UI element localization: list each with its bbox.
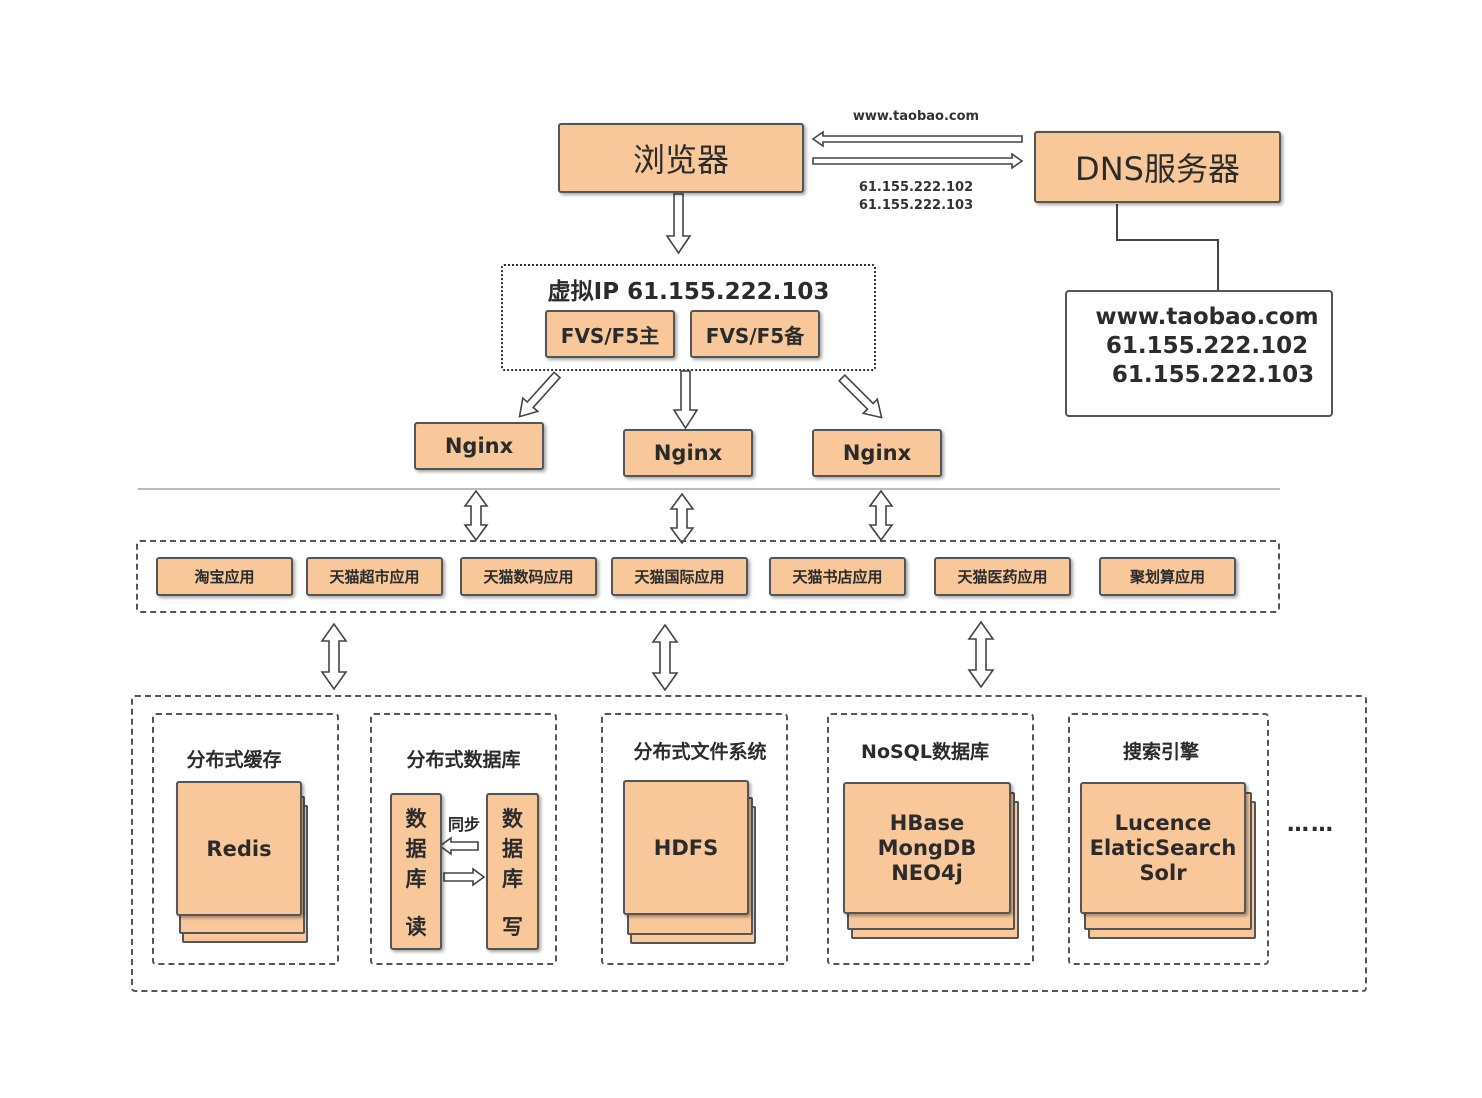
dns-record-host: www.taobao.com [1095, 304, 1319, 330]
nginx-node-1: Nginx [414, 422, 544, 470]
db-read-char-2: 据 [405, 837, 427, 861]
app-node-tmall-digital: 天猫数码应用 [460, 557, 597, 596]
nosql-item-mongodb: MongDB [877, 835, 977, 860]
search-node: Lucence ElaticSearch Solr [1080, 782, 1246, 914]
cache-title: 分布式缓存 [186, 749, 282, 771]
app-node-tmall-global: 天猫国际应用 [611, 557, 748, 596]
hdfs-node: HDFS [623, 780, 749, 915]
dns-record-box: www.taobao.com 61.155.222.102 61.155.222… [1065, 290, 1333, 417]
database-title: 分布式数据库 [406, 749, 521, 771]
storage-layer [131, 695, 1367, 992]
arrow-dns-request [812, 152, 1024, 170]
arrow-vip-to-nginx-2 [672, 370, 699, 430]
search-item-solr: Solr [1139, 860, 1187, 885]
nosql-title: NoSQL数据库 [861, 741, 989, 763]
nginx-node-3: Nginx [812, 429, 942, 477]
arrow-app-storage-3 [967, 620, 995, 689]
arrow-app-storage-2 [651, 623, 679, 692]
search-item-elasticsearch: ElaticSearch [1089, 835, 1237, 860]
arrow-sync-right [443, 867, 486, 887]
database-group [370, 713, 557, 965]
more-ellipsis: …… [1287, 812, 1335, 837]
app-node-juhuasuan: 聚划算应用 [1099, 557, 1236, 596]
arrow-nginx-app-3 [868, 489, 894, 542]
nosql-group [827, 713, 1034, 965]
search-title: 搜索引擎 [1122, 741, 1199, 763]
db-read-char-4: 读 [405, 915, 427, 939]
app-node-tmall-pharmacy: 天猫医药应用 [934, 557, 1071, 596]
nginx-node-2: Nginx [623, 429, 753, 477]
dns-request-label: www.taobao.com [852, 109, 980, 124]
virtual-ip-group [501, 264, 876, 371]
arrow-nginx-app-1 [463, 489, 489, 542]
dns-response-ip-2: 61.155.222.103 [858, 198, 974, 213]
db-write-char-3: 库 [502, 867, 523, 891]
arrow-dns-response [811, 130, 1023, 148]
application-layer [136, 540, 1280, 613]
filesystem-title: 分布式文件系统 [633, 741, 767, 763]
arrow-vip-to-nginx-1 [518, 371, 562, 418]
db-write-char-1: 数 [502, 807, 523, 831]
db-read-char-3: 库 [405, 867, 427, 891]
arrow-app-storage-1 [320, 622, 348, 691]
db-read-char-1: 数 [405, 807, 427, 831]
redis-node: Redis [176, 781, 302, 916]
db-write-char-2: 据 [502, 837, 523, 861]
db-read-node: 数 据 库 读 [390, 793, 442, 950]
dns-record-ip-1: 61.155.222.102 [1105, 333, 1309, 359]
arrow-vip-to-nginx-3 [838, 374, 883, 419]
db-write-node: 数 据 库 写 [486, 793, 539, 950]
dns-record-ip-2: 61.155.222.103 [1111, 362, 1315, 388]
app-node-tmall-books: 天猫书店应用 [769, 557, 906, 596]
search-item-lucene: Lucence [1114, 810, 1212, 835]
arrow-nginx-app-2 [669, 492, 695, 545]
dns-record-connector [1116, 204, 1219, 291]
cache-group [152, 713, 339, 965]
db-write-char-4: 写 [502, 915, 523, 939]
arrow-sync-left [438, 836, 479, 856]
dns-server-node: DNS服务器 [1034, 131, 1281, 203]
nosql-node: HBase MongDB NEO4j [843, 782, 1011, 914]
search-group [1068, 713, 1269, 965]
app-node-taobao: 淘宝应用 [156, 557, 293, 596]
browser-node: 浏览器 [558, 123, 804, 193]
lb-primary-node: FVS/F5主 [545, 310, 675, 358]
db-sync-label: 同步 [447, 815, 480, 834]
nosql-item-hbase: HBase [889, 810, 965, 835]
arrow-browser-to-vip [665, 193, 692, 255]
lb-backup-node: FVS/F5备 [690, 310, 820, 358]
app-node-tmall-market: 天猫超市应用 [306, 557, 443, 596]
nosql-item-neo4j: NEO4j [891, 860, 963, 885]
virtual-ip-title: 虚拟IP 61.155.222.103 [547, 279, 830, 305]
filesystem-group [601, 713, 788, 965]
dns-response-ip-1: 61.155.222.102 [858, 180, 974, 195]
